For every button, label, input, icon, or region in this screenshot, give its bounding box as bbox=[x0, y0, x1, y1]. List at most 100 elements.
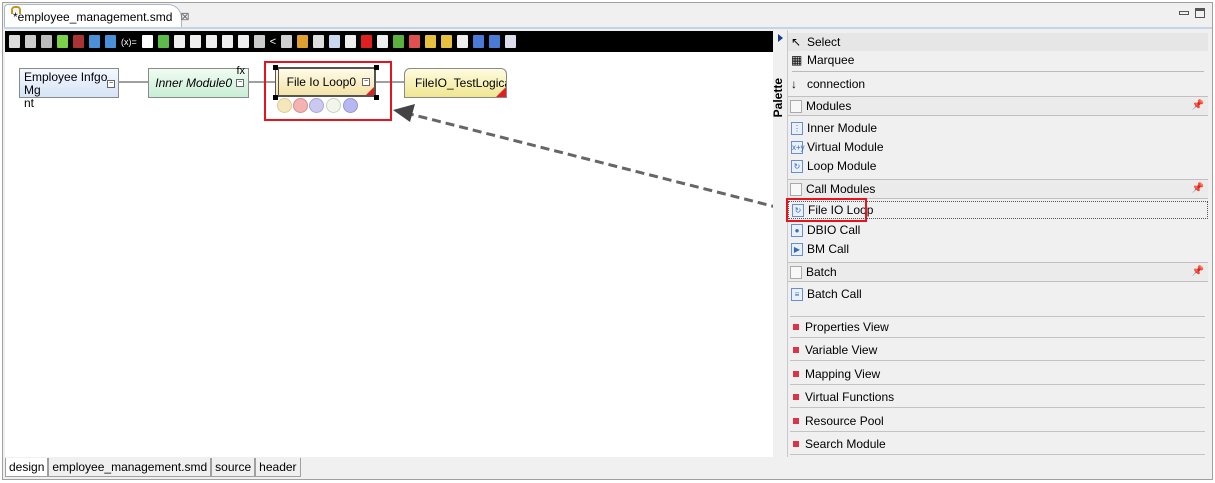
toolbar-button-icon[interactable] bbox=[345, 35, 357, 48]
close-icon[interactable]: ⊠ bbox=[180, 11, 190, 23]
port-icon[interactable] bbox=[309, 98, 324, 113]
collapse-icon[interactable]: − bbox=[236, 79, 244, 87]
view-link-resource-pool[interactable]: Resource Pool bbox=[790, 410, 1205, 432]
view-link-virtual-functions[interactable]: Virtual Functions bbox=[790, 386, 1205, 408]
editor-tab[interactable]: *employee_management.smd ⊠ bbox=[4, 4, 190, 28]
port-icon[interactable] bbox=[293, 98, 308, 113]
toolbar-button-icon[interactable] bbox=[313, 35, 325, 48]
toolbar-button-icon[interactable] bbox=[361, 35, 373, 48]
view-link-properties-view[interactable]: Properties View bbox=[790, 316, 1205, 338]
view-icon bbox=[793, 393, 799, 400]
toolbar-button-icon[interactable] bbox=[141, 35, 153, 48]
view-link-mapping-view[interactable]: Mapping View bbox=[790, 363, 1205, 385]
minimize-icon[interactable] bbox=[1179, 11, 1189, 15]
view-label: Variable View bbox=[805, 342, 878, 357]
view-label: Search Module bbox=[805, 436, 886, 451]
pin-icon[interactable]: 📌 bbox=[1191, 100, 1204, 111]
palette-tool-select[interactable]: ↖Select bbox=[788, 33, 1208, 51]
port-icon[interactable] bbox=[326, 98, 341, 113]
diagram-canvas[interactable]: Employee Infgo Mg nt − Inner Module0 fx … bbox=[5, 52, 773, 457]
palette-item-dbio-call[interactable]: ●DBIO Call bbox=[788, 221, 1208, 239]
toolbar-button-icon[interactable] bbox=[441, 35, 453, 48]
toolbar-button-icon[interactable] bbox=[377, 35, 389, 48]
node-label: Inner Module0 bbox=[155, 76, 232, 90]
toolbar-button-icon[interactable] bbox=[205, 35, 217, 48]
palette-group-call-modules[interactable]: Call Modules📌 bbox=[788, 179, 1208, 199]
module-icon: x+y bbox=[791, 140, 805, 154]
palette-item-loop-module[interactable]: ↻Loop Module bbox=[788, 157, 1208, 175]
palette-group-batch[interactable]: Batch 📌 bbox=[788, 262, 1208, 282]
separator bbox=[792, 71, 1204, 72]
toolbar-button-icon[interactable] bbox=[189, 35, 201, 48]
toolbar-button-icon[interactable] bbox=[73, 35, 84, 48]
tool-label: Marquee bbox=[807, 53, 855, 67]
toolbar-button-icon[interactable] bbox=[457, 35, 469, 48]
fx-badge: fx bbox=[236, 65, 245, 77]
connection-arrow-icon: ↓ bbox=[791, 77, 797, 91]
variable-button[interactable]: (x)= bbox=[121, 36, 137, 47]
node-fileio-testlogical[interactable]: FileIO_TestLogical bbox=[404, 68, 507, 98]
node-inner-module[interactable]: Inner Module0 fx − bbox=[148, 65, 249, 98]
toolbar-button-icon[interactable] bbox=[9, 35, 20, 48]
port-icon[interactable] bbox=[277, 98, 292, 113]
view-link-variable-view[interactable]: Variable View bbox=[790, 339, 1205, 361]
selection-handle[interactable] bbox=[273, 65, 278, 70]
selection-handle[interactable] bbox=[273, 95, 278, 100]
palette-item-file-io-loop[interactable]: ↻File IO Loop bbox=[788, 201, 1208, 219]
toolbar-button-icon[interactable] bbox=[409, 35, 421, 48]
selection-handle[interactable] bbox=[374, 65, 379, 70]
palette-item-batch-call[interactable]: ≡Batch Call bbox=[788, 285, 1208, 303]
node-label: nt bbox=[24, 96, 35, 110]
palette-strip[interactable] bbox=[775, 30, 788, 457]
toolbar-button-icon[interactable] bbox=[473, 35, 485, 48]
toolbar-button-icon[interactable] bbox=[173, 35, 185, 48]
port-icon[interactable] bbox=[343, 98, 358, 113]
tab-design[interactable]: design bbox=[5, 458, 49, 477]
toolbar-button-icon[interactable] bbox=[89, 35, 100, 48]
collapse-icon[interactable]: − bbox=[107, 80, 115, 88]
back-button[interactable]: < bbox=[269, 35, 277, 48]
toolbar-button-icon[interactable] bbox=[57, 35, 68, 48]
toolbar-button-icon[interactable] bbox=[281, 35, 293, 48]
toolbar-button-icon[interactable] bbox=[105, 35, 116, 48]
view-icon bbox=[793, 417, 799, 424]
toolbar-button-icon[interactable] bbox=[425, 35, 437, 48]
toolbar-button-icon[interactable] bbox=[41, 35, 52, 48]
expand-icon[interactable] bbox=[778, 34, 783, 42]
palette-group-modules[interactable]: Modules📌 bbox=[788, 96, 1208, 116]
tab-employee-management-smd[interactable]: employee_management.smd bbox=[48, 458, 212, 477]
toolbar-button-icon[interactable] bbox=[25, 35, 36, 48]
toolbar-button-icon[interactable] bbox=[505, 35, 517, 48]
toolbar-button-icon[interactable] bbox=[221, 35, 233, 48]
corner-marker bbox=[496, 87, 506, 97]
pin-icon[interactable]: 📌 bbox=[1191, 266, 1204, 277]
toolbar-button-icon[interactable] bbox=[237, 35, 249, 48]
toolbar-button-icon[interactable] bbox=[329, 35, 341, 48]
palette-tool-connection[interactable]: ↓connection bbox=[788, 75, 1208, 93]
view-icon bbox=[793, 323, 799, 330]
node-file-io-loop[interactable]: File Io Loop0 − bbox=[275, 67, 376, 97]
pin-icon[interactable]: 📌 bbox=[1191, 183, 1204, 194]
collapse-icon[interactable]: − bbox=[362, 78, 370, 86]
drawer-icon bbox=[790, 99, 802, 113]
toolbar-button-icon[interactable] bbox=[393, 35, 405, 48]
drawer-icon bbox=[790, 265, 802, 279]
toolbar-button-icon[interactable] bbox=[489, 35, 501, 48]
view-link-search-module[interactable]: Search Module bbox=[790, 433, 1205, 455]
toolbar-button-icon[interactable] bbox=[253, 35, 265, 48]
palette-item-inner-module[interactable]: ⋮Inner Module bbox=[788, 119, 1208, 137]
toolbar-button-icon[interactable] bbox=[297, 35, 309, 48]
group-label: Batch bbox=[806, 265, 837, 279]
view-label: Resource Pool bbox=[805, 413, 884, 428]
selection-handle[interactable] bbox=[374, 95, 379, 100]
tab-header[interactable]: header bbox=[255, 458, 301, 477]
item-label: Inner Module bbox=[807, 121, 878, 135]
maximize-icon[interactable] bbox=[1195, 8, 1205, 18]
toolbar-button-icon[interactable] bbox=[157, 35, 169, 48]
node-employee-info[interactable]: Employee Infgo Mg nt − bbox=[19, 68, 119, 110]
palette-item-bm-call[interactable]: ▶BM Call bbox=[788, 240, 1208, 258]
module-icon: ↻ bbox=[792, 203, 804, 217]
tab-source[interactable]: source bbox=[211, 458, 256, 477]
palette-tool-marquee[interactable]: ▦Marquee bbox=[788, 51, 1208, 69]
